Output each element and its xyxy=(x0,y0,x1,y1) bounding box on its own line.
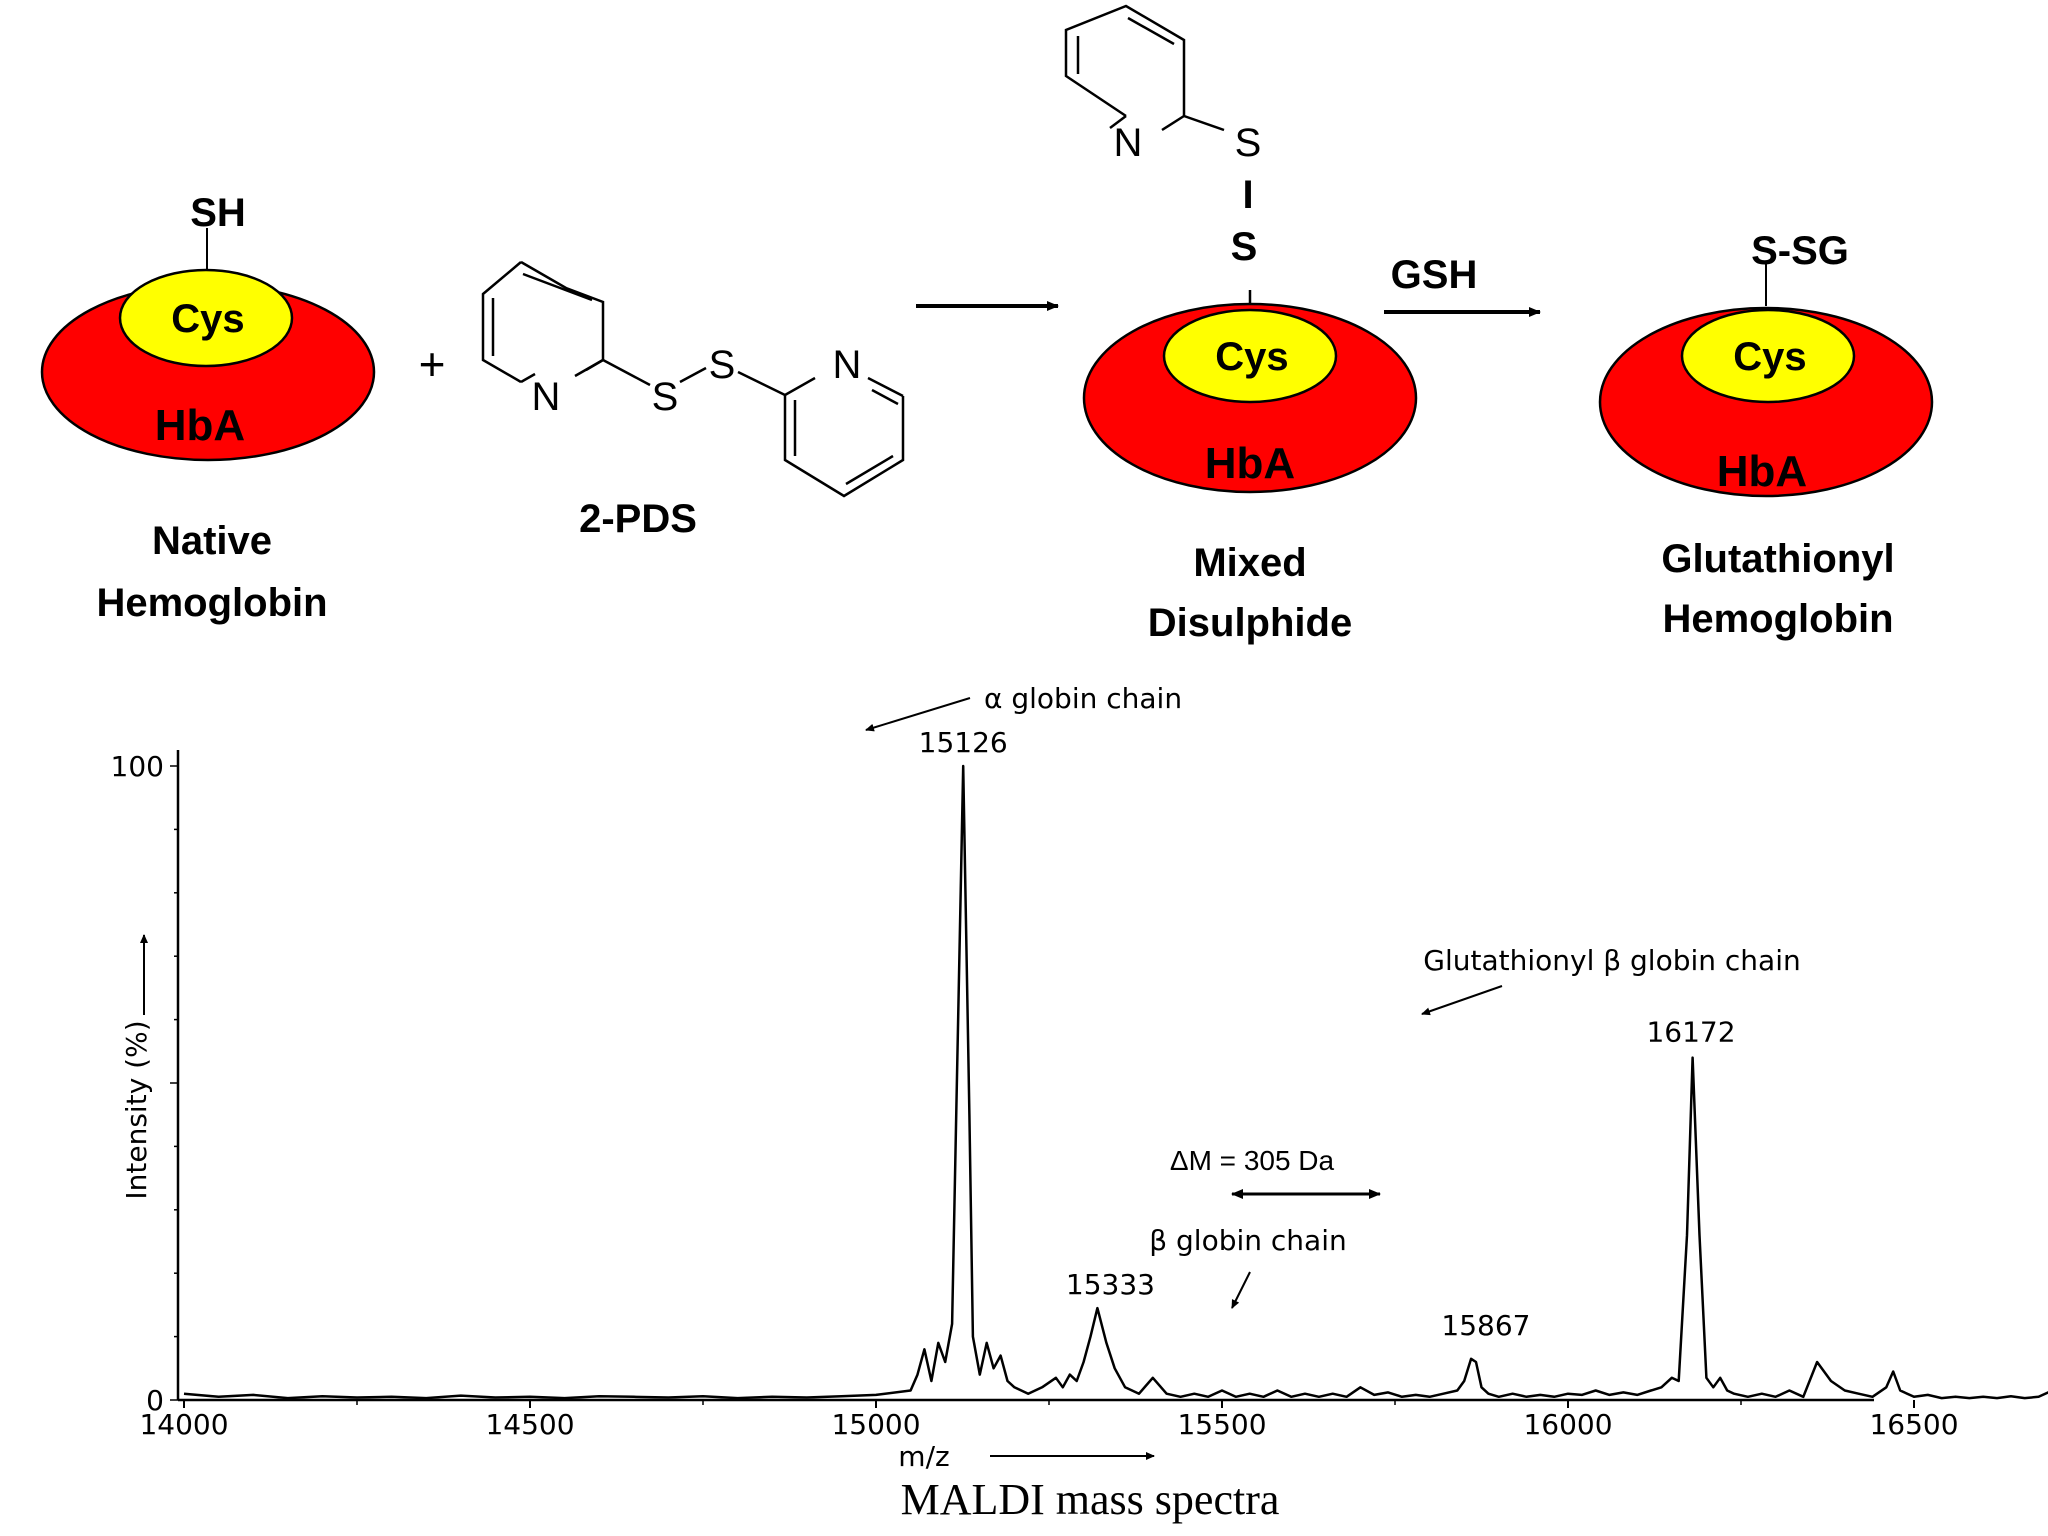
mixed-c-s-bond xyxy=(1183,114,1225,132)
peak-label: 16172 xyxy=(1646,1016,1735,1049)
spectrum-trace xyxy=(183,764,2048,1400)
mixed-s-atom-bottom: S xyxy=(1231,225,1258,269)
x-axis-label: m/z xyxy=(898,1440,949,1473)
pds-right-ring-n-bond xyxy=(784,376,816,397)
pds-left-ring-n-bond-2 xyxy=(574,358,604,378)
pds-s-atom-2: S xyxy=(709,343,736,387)
native-cys-core xyxy=(118,268,294,368)
pds-left-ring-n-bond xyxy=(520,372,536,384)
mixed-caption-line2: Disulphide xyxy=(1148,601,1352,645)
glutathionyl-hemoglobin: S-SG Cys HbA Glutathionyl Hemoglobin xyxy=(1598,229,1934,641)
glutathionyl-caption-line1: Glutathionyl xyxy=(1661,537,1894,581)
pds-caption: 2-PDS xyxy=(579,497,697,541)
mixed-n-atom: N xyxy=(1114,121,1143,165)
pds-right-ring-bonds xyxy=(783,395,905,498)
native-hemoglobin: SH Cys HbA Native Hemoglobin xyxy=(40,191,376,625)
pds-right-n-atom: N xyxy=(833,343,862,387)
pds-c-s-bond-left xyxy=(602,358,651,387)
peak-label: 15333 xyxy=(1066,1268,1155,1301)
pds-right-ring-double-2 xyxy=(845,454,894,486)
gsh-label: GSH xyxy=(1391,253,1478,297)
alpha-chain-arrow xyxy=(865,697,971,732)
y-tick-label: 100 xyxy=(111,750,164,783)
glutathionyl-s-sg-label: S-SG xyxy=(1751,229,1849,273)
glutathionyl-cys-label: Cys xyxy=(1733,335,1806,379)
pds-s-c-bond-right xyxy=(737,370,786,397)
spectrum-title: MALDI mass spectra xyxy=(901,1475,1280,1524)
x-tick-label: 16500 xyxy=(1869,1408,1958,1441)
x-tick-label: 15000 xyxy=(831,1408,920,1441)
glutathionyl-beta-arrow xyxy=(1421,985,1503,1016)
pds-left-ring-double-2 xyxy=(522,272,593,302)
y-ticks: 0 100 xyxy=(111,750,178,1417)
x-tick-label: 14000 xyxy=(139,1408,228,1441)
mixed-pyridine-ring-bonds xyxy=(1064,4,1186,132)
mixed-hba-label: HbA xyxy=(1205,439,1295,488)
x-tick-label: 16000 xyxy=(1523,1408,1612,1441)
pds-s-atom-1: S xyxy=(652,375,679,419)
pds-left-n-atom: N xyxy=(532,375,561,419)
mixed-s-atom-top: S xyxy=(1235,121,1262,165)
glutathionyl-caption-line2: Hemoglobin xyxy=(1662,597,1893,641)
mixed-s-s-bond-glyph: I xyxy=(1242,173,1253,217)
y-tick-label: 0 xyxy=(146,1384,164,1417)
native-caption-line2: Hemoglobin xyxy=(96,581,327,625)
pds-right-ring-n-bond-2 xyxy=(867,376,904,398)
native-hba-label: HbA xyxy=(155,401,245,450)
glutathionyl-cys-core xyxy=(1680,308,1856,404)
native-sh-label: SH xyxy=(190,191,246,235)
glutathionyl-hba-label: HbA xyxy=(1717,447,1807,496)
y-axis-label: Intensity (%) xyxy=(120,1020,153,1199)
maldi-spectrum: 14000 14500 15000 15500 16000 16500 0 100 1512… xyxy=(111,682,2048,1524)
x-ticks: 14000 14500 15000 15500 16000 16500 xyxy=(139,1400,1959,1441)
peak-label: 15867 xyxy=(1441,1309,1530,1342)
pds-right-ring-double-3 xyxy=(871,388,899,406)
x-tick-label: 14500 xyxy=(485,1408,574,1441)
mixed-ring-double-2 xyxy=(1127,16,1175,46)
pds-left-ring-bonds xyxy=(481,261,522,384)
mixed-cys-core xyxy=(1162,308,1338,404)
two-pds-structure xyxy=(481,260,905,498)
beta-chain-arrow xyxy=(1231,1271,1251,1309)
pds-s-s-bond xyxy=(679,366,707,384)
beta-chain-annotation: β globin chain xyxy=(1149,1224,1346,1257)
plus-sign: + xyxy=(419,338,446,390)
x-tick-label: 15500 xyxy=(1177,1408,1266,1441)
native-caption-line1: Native xyxy=(152,519,272,563)
peak-labels: 15126 15333 15867 16172 xyxy=(919,726,1736,1342)
mixed-cys-label: Cys xyxy=(1215,335,1288,379)
delta-m-annotation: ΔM = 305 Da xyxy=(1170,1145,1335,1176)
glutathionyl-beta-annotation: Glutathionyl β globin chain xyxy=(1423,944,1800,977)
alpha-chain-annotation: α globin chain xyxy=(984,682,1182,715)
native-cys-label: Cys xyxy=(171,297,244,341)
mixed-ring-n-bond xyxy=(1109,115,1127,129)
mixed-caption-line1: Mixed xyxy=(1193,541,1306,585)
peak-label: 15126 xyxy=(919,726,1008,759)
mixed-disulphide: N S I S Cys HbA Mixed Disulphide xyxy=(1064,4,1418,645)
